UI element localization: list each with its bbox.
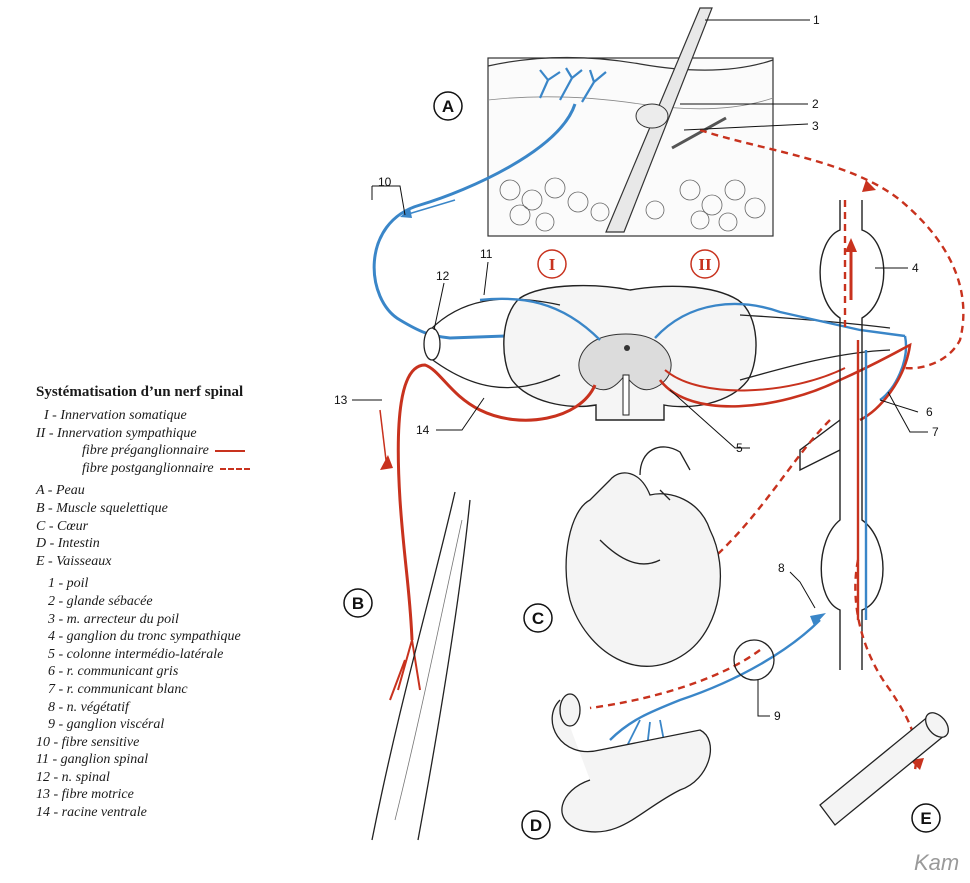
legend-item: 14 - racine ventrale (36, 804, 336, 822)
roman-label-i: I (549, 255, 556, 274)
callout-4: 4 (912, 261, 919, 275)
organ-letter-d: D (530, 816, 542, 835)
legend-item: 7 - r. communicant blanc (36, 681, 336, 699)
legend-item: C - Cœur (36, 518, 336, 536)
legend-item: 10 - fibre sensitive (36, 734, 336, 752)
legend-item: 1 - poil (36, 575, 336, 593)
sympathetic-trunk (800, 200, 884, 670)
legend-item: 3 - m. arrecteur du poil (36, 611, 336, 629)
legend-item: fibre préganglionnaire (36, 442, 336, 460)
legend-item: 6 - r. communicant gris (36, 663, 336, 681)
legend-item: 8 - n. végétatif (36, 699, 336, 717)
callout-10: 10 (378, 175, 392, 189)
organ-letter-e: E (920, 809, 931, 828)
legend-item: 13 - fibre motrice (36, 786, 336, 804)
callout-5: 5 (736, 441, 743, 455)
organ-letter-a: A (442, 97, 454, 116)
callout-2: 2 (812, 97, 819, 111)
callout-1: 1 (813, 13, 820, 27)
legend-item: D - Intestin (36, 535, 336, 553)
callout-14: 14 (416, 423, 430, 437)
muscle-drawing (372, 492, 470, 840)
organ-letter-b: B (352, 594, 364, 613)
legend-organs: A - Peau B - Muscle squelettique C - Cœu… (36, 482, 336, 570)
skin-block (488, 8, 773, 236)
legend-item: 2 - glande sébacée (36, 593, 336, 611)
legend-item: B - Muscle squelettique (36, 500, 336, 518)
watermark: Kam (914, 850, 959, 876)
dashed-line-swatch (220, 468, 250, 470)
callout-12: 12 (436, 269, 450, 283)
legend-item: 5 - colonne intermédio-latérale (36, 646, 336, 664)
solid-line-swatch (215, 450, 245, 452)
intestine-drawing (552, 694, 710, 832)
legend-item: I - Innervation somatique (36, 407, 336, 425)
heart-drawing (566, 447, 720, 666)
legend-item: 9 - ganglion viscéral (36, 716, 336, 734)
legend-item: E - Vaisseaux (36, 553, 336, 571)
innervation-labels: I II (538, 250, 719, 278)
callout-6: 6 (926, 405, 933, 419)
legend-item: A - Peau (36, 482, 336, 500)
callout-7: 7 (932, 425, 939, 439)
organ-letter-c: C (532, 609, 544, 628)
legend-item: 4 - ganglion du tronc sympathique (36, 628, 336, 646)
callout-11: 11 (480, 247, 493, 261)
legend-item: II - Innervation sympathique (36, 425, 336, 443)
legend-innervation: I - Innervation somatique II - Innervati… (36, 407, 336, 477)
callout-3: 3 (812, 119, 819, 133)
legend-item: 12 - n. spinal (36, 769, 336, 787)
legend-item: fibre postganglionnaire (36, 460, 336, 478)
legend-item: 11 - ganglion spinal (36, 751, 336, 769)
roman-label-ii: II (698, 255, 712, 274)
legend-title: Systématisation d’un nerf spinal (36, 384, 336, 401)
callout-9: 9 (774, 709, 781, 723)
legend: Systématisation d’un nerf spinal I - Inn… (36, 384, 336, 822)
callout-8: 8 (778, 561, 785, 575)
legend-structures: 1 - poil 2 - glande sébacée 3 - m. arrec… (36, 575, 336, 821)
callout-13: 13 (334, 393, 348, 407)
